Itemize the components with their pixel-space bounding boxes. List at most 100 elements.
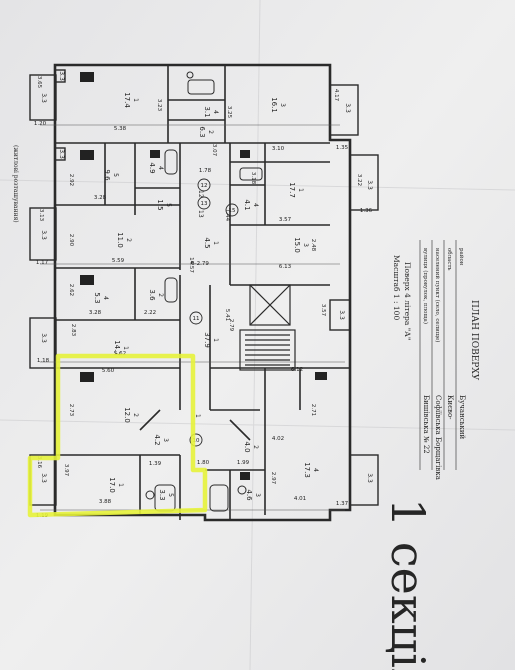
room-area: 3.6 xyxy=(148,289,156,301)
room-number: 1 xyxy=(297,188,304,192)
dimension-text: 3.28 xyxy=(89,310,102,316)
staircase xyxy=(239,284,296,371)
dimension-text: 2.73 xyxy=(68,404,74,417)
circle-mark-text: 15 xyxy=(229,208,236,214)
balcony-area: 3.3 xyxy=(366,473,373,483)
room-number: 1 xyxy=(212,338,219,342)
dimension-text: 2.71 xyxy=(310,404,316,416)
title-block: ПЛАН ПОВЕРХУ Масштаб 1 : 100 Поверх 4 лі… xyxy=(12,145,479,480)
dimension-text: 14.57 xyxy=(188,257,194,273)
dimension-text: 3.23 xyxy=(156,99,162,112)
room-area: 4.1 xyxy=(243,199,251,210)
dimension-text: 3.65 xyxy=(36,76,42,89)
circle-mark-ring xyxy=(189,311,203,325)
section-title: 1 секція xyxy=(381,498,435,670)
room-area: 3.1 xyxy=(203,106,211,117)
balcony-area: 3.3 xyxy=(58,149,65,159)
circle-mark-ring xyxy=(225,203,239,217)
room-number: 3 xyxy=(162,438,169,442)
dimension-text: 3.16 xyxy=(36,456,42,469)
dimension-text: 1.35 xyxy=(336,145,349,151)
dimension-text: 2.90 xyxy=(68,234,74,247)
dimension-text: 3.28 xyxy=(94,195,107,201)
dimension-text: 1.36 xyxy=(360,208,373,214)
room-number: 3 xyxy=(279,103,286,107)
room-area: 17.3 xyxy=(303,462,311,478)
dimension-text: 3.13 xyxy=(38,209,44,222)
dimension-text: 1.20 xyxy=(34,121,47,127)
dimension-text: 6.12 xyxy=(291,367,303,373)
dimension-text: 4.17 xyxy=(333,89,339,102)
stair-mark: 1 xyxy=(194,414,201,418)
circle-mark-text: 12 xyxy=(201,183,208,189)
floor-text: Поверх 4 літера "А" xyxy=(403,262,412,340)
room-number: 4 xyxy=(157,166,164,170)
balcony-area: 3.3 xyxy=(40,473,47,483)
room-area: 12.0 xyxy=(123,407,131,423)
room-number: 3 xyxy=(254,493,261,497)
dimension-text: 1.80 xyxy=(197,460,210,466)
plan-heading: ПЛАН ПОВЕРХУ xyxy=(469,300,479,381)
address-label-3: область xyxy=(446,248,453,271)
balcony-area: 3.3 xyxy=(40,230,47,240)
room-area: 3.3 xyxy=(158,489,166,500)
room-number: 1 xyxy=(122,346,129,350)
dimension-text: 1.99 xyxy=(237,460,250,466)
circle-mark-ring xyxy=(189,433,203,447)
radiator-marks xyxy=(80,72,327,480)
dimension-text: 6.13 xyxy=(279,264,292,270)
room-area: 4.2 xyxy=(153,434,161,445)
interior-walls xyxy=(54,65,350,520)
room-area: 6.3 xyxy=(198,126,206,137)
dimension-text: 4.02 xyxy=(272,436,284,442)
room-area: 16.1 xyxy=(270,97,278,113)
scale-text: Масштаб 1 : 100 xyxy=(392,255,401,320)
dimension-text: 2.79 xyxy=(228,319,234,332)
dimension-text: 6-2.79 xyxy=(191,261,209,267)
balcony-area: 3.3 xyxy=(338,310,345,320)
room-area: 9.6 xyxy=(103,169,111,181)
room-area: 11.0 xyxy=(116,232,124,248)
balcony-area: 3.3 xyxy=(366,180,373,190)
room-number: 4 xyxy=(252,203,259,207)
room-area: 4.6 xyxy=(245,489,253,501)
stair-mark: 12 xyxy=(197,190,204,198)
dimension-text: 3.88 xyxy=(99,499,112,505)
circle-mark-text: 10 xyxy=(193,438,200,444)
room-area: 37.9 xyxy=(203,332,211,348)
dimension-text: 3.57 xyxy=(320,304,326,317)
side-caption: (житлові розташування) xyxy=(12,145,19,223)
dimension-text: 3.57 xyxy=(279,217,292,223)
dimension-text: 2.83 xyxy=(70,324,76,337)
dimension-text: 3.18 xyxy=(250,172,256,185)
room-area: 1.5 xyxy=(156,199,164,210)
dimension-text: 2.62 xyxy=(68,284,74,296)
room-number: 5 xyxy=(167,493,174,497)
address-label-1: вулиця (провулок, площа) xyxy=(422,248,429,324)
room-number: 2 xyxy=(157,293,164,297)
room-number: 4 xyxy=(102,296,109,300)
dimension-text: 3.07 xyxy=(211,144,217,157)
circle-mark-text: 13 xyxy=(201,201,208,207)
room-area: 4.5 xyxy=(203,237,211,248)
address-line-4: Бучанський xyxy=(458,395,466,440)
address-line-2: Софіївська Борщагівка xyxy=(434,395,442,480)
room-number: 5 xyxy=(112,173,119,177)
dimension-text: 1.37 xyxy=(336,501,349,507)
room-number: 1 xyxy=(117,483,124,487)
dimension-text: 3.25 xyxy=(226,106,232,119)
room-number: 2 xyxy=(125,238,132,242)
dimension-text: 3.10 xyxy=(272,146,285,152)
dimension-text: 1.17 xyxy=(36,260,49,266)
room-area: 17.7 xyxy=(288,182,296,198)
right-balconies xyxy=(329,84,379,506)
stair-mark: 13 xyxy=(197,210,204,218)
address-label-2: населений пункт (село, селище) xyxy=(434,248,441,342)
dimension-text: 1.44 xyxy=(224,209,230,222)
dimension-texts: 3.651.205.383.233.254.172.923.281.783.07… xyxy=(34,76,373,519)
room-area: 4.0 xyxy=(243,441,251,452)
dimension-text: 1.78 xyxy=(199,168,212,174)
room-area: 14.7 xyxy=(113,340,121,356)
